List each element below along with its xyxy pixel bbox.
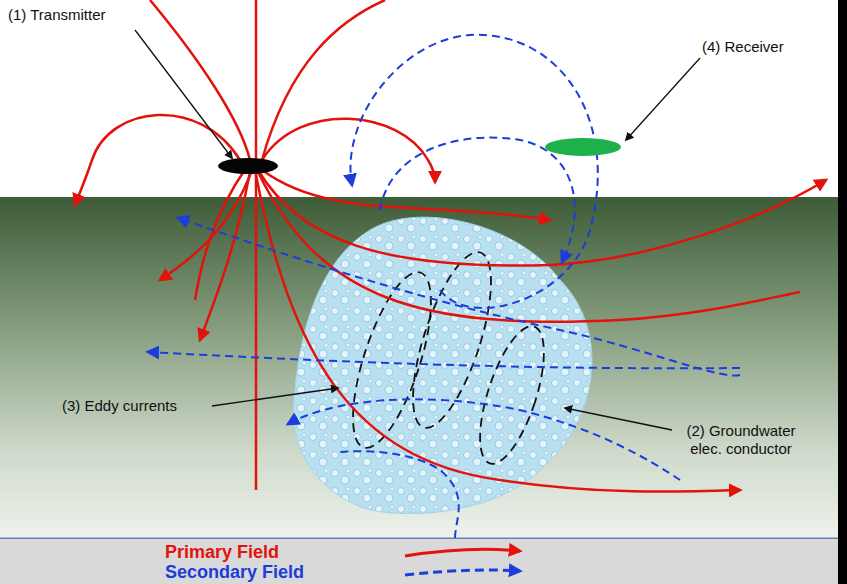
callout-label: (2) Groundwater elec. conductor bbox=[676, 422, 806, 458]
legend-band bbox=[0, 539, 838, 584]
band-edge bbox=[0, 537, 838, 539]
legend-samples bbox=[405, 549, 520, 575]
sky bbox=[0, 0, 838, 197]
callout-label: (3) Eddy currents bbox=[62, 397, 177, 415]
legend-entry: Primary Field bbox=[165, 542, 279, 562]
ground bbox=[0, 197, 838, 538]
eddy-currents bbox=[337, 244, 557, 471]
legend-entry: Secondary Field bbox=[165, 562, 304, 582]
receiver-coil bbox=[545, 138, 621, 156]
leader-lines bbox=[135, 30, 700, 430]
primary-field-lines bbox=[75, 0, 826, 492]
secondary-field-lines bbox=[148, 35, 740, 538]
callout-label: (4) Receiver bbox=[702, 38, 784, 56]
transmitter-coil bbox=[218, 158, 278, 174]
callout-label: (1) Transmitter bbox=[8, 6, 106, 24]
